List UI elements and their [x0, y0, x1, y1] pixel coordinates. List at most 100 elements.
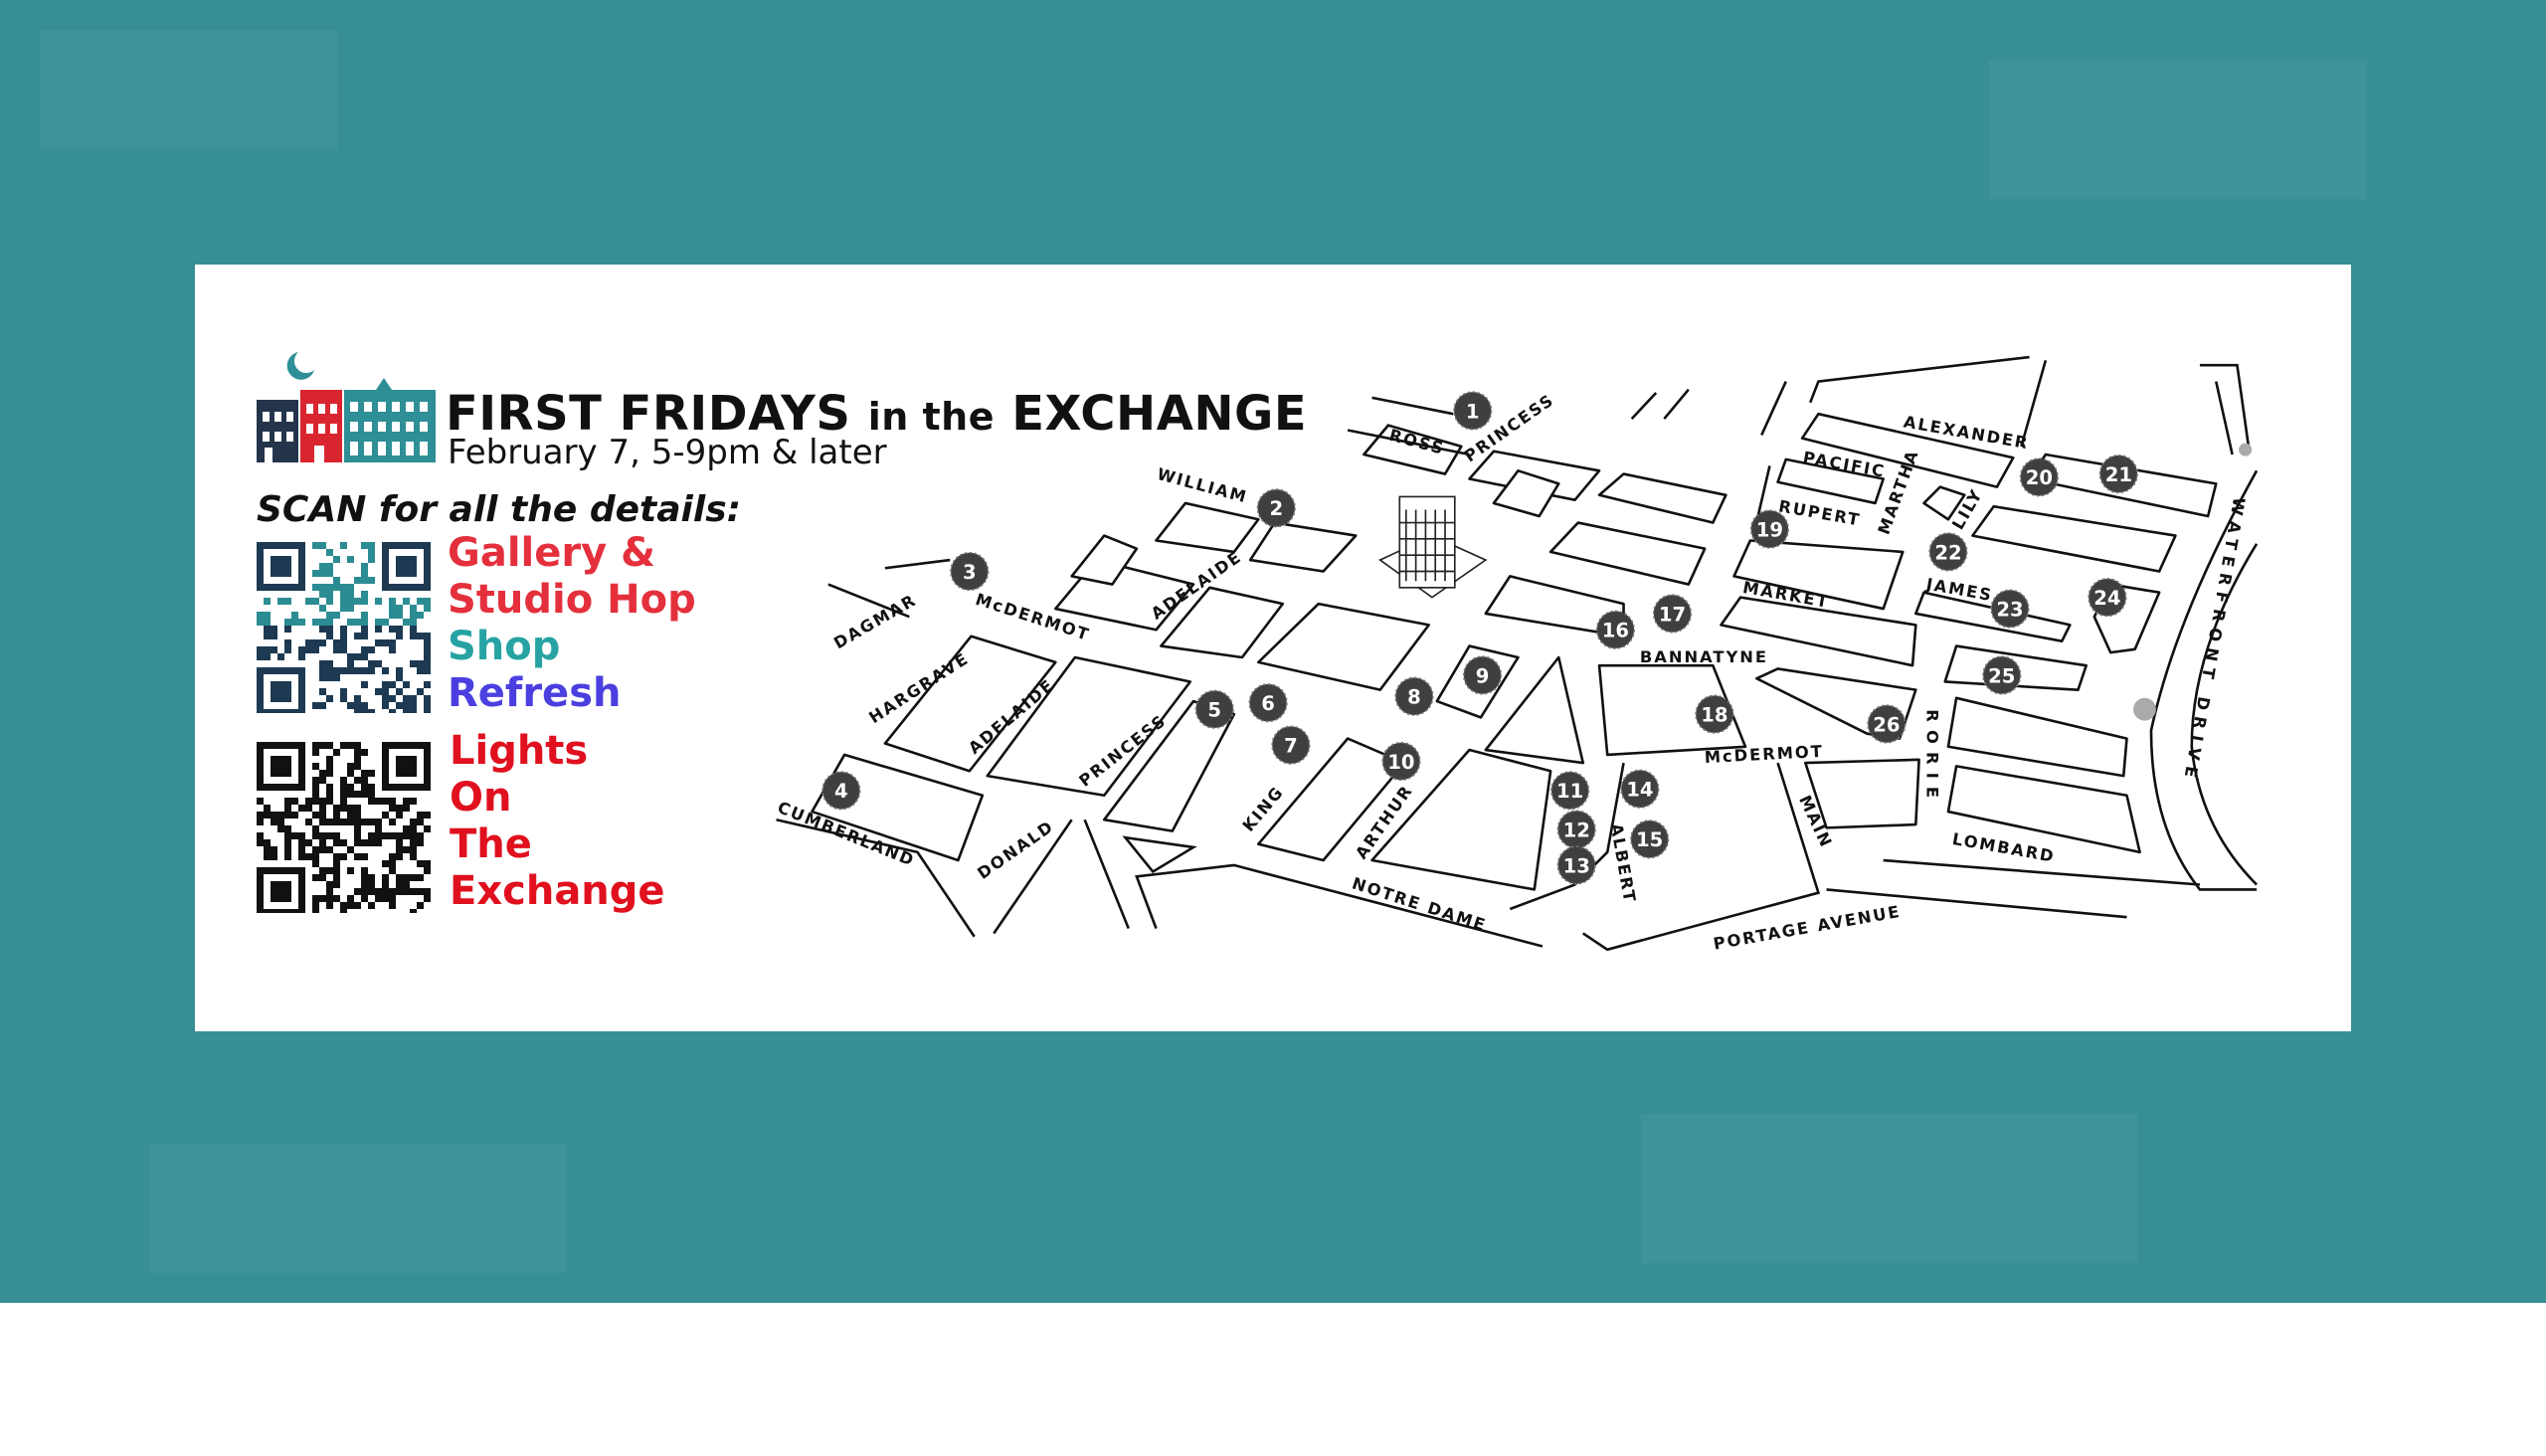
qr-module	[396, 839, 403, 846]
venue-marker-7[interactable]: 7	[1271, 725, 1311, 765]
venue-marker-6[interactable]: 6	[1248, 683, 1288, 723]
venue-marker-23[interactable]: 23	[1990, 589, 2030, 629]
qr-module	[382, 832, 389, 839]
qr-module	[326, 784, 333, 791]
venue-marker-20[interactable]: 20	[2019, 457, 2059, 497]
qr-module	[312, 598, 319, 605]
qr-code-gallery[interactable]	[257, 542, 431, 713]
venue-marker-16[interactable]: 16	[1595, 610, 1635, 649]
qr-module	[354, 702, 361, 709]
venue-marker-4[interactable]: 4	[821, 771, 861, 811]
qr-module	[375, 888, 382, 895]
marker-circle	[2019, 457, 2059, 497]
background-shape	[1989, 60, 2367, 199]
venue-marker-3[interactable]: 3	[950, 551, 990, 592]
venue-marker-5[interactable]: 5	[1194, 689, 1234, 729]
marker-circle	[2088, 578, 2127, 618]
qr-module	[340, 791, 347, 798]
qr-module	[333, 867, 340, 874]
qr-module	[333, 839, 340, 846]
venue-marker-2[interactable]: 2	[1256, 488, 1296, 528]
venue-marker-15[interactable]: 15	[1630, 819, 1670, 859]
venue-marker-9[interactable]: 9	[1462, 655, 1503, 695]
qr1-label-4: Refresh	[448, 670, 622, 716]
qr-module	[368, 798, 375, 805]
venue-marker-18[interactable]: 18	[1695, 694, 1734, 734]
qr-module	[271, 633, 277, 639]
qr-module	[340, 639, 347, 646]
qr-module	[264, 626, 271, 633]
qr-module	[389, 805, 396, 812]
qr-module	[354, 633, 361, 639]
qr-module	[424, 860, 431, 867]
qr-module	[298, 846, 305, 853]
qr-module	[403, 832, 410, 839]
marker-circle	[821, 771, 861, 811]
qr-module	[396, 881, 403, 888]
qr2-label-4: Exchange	[450, 868, 665, 914]
qr-module	[326, 591, 333, 598]
qr-code-lights[interactable]	[257, 742, 431, 913]
qr-module	[305, 646, 312, 653]
venue-marker-25[interactable]: 25	[1982, 655, 2022, 695]
qr-module	[354, 839, 361, 846]
qr-module	[319, 591, 326, 598]
qr-module	[326, 660, 333, 667]
qr-module	[284, 825, 291, 832]
marker-circle	[1652, 594, 1693, 634]
qr-module	[389, 888, 396, 895]
qr-module	[396, 853, 403, 860]
qr-module	[326, 888, 333, 895]
exchange-buildings-logo	[257, 352, 436, 462]
venue-marker-22[interactable]: 22	[1928, 532, 1968, 572]
qr-module	[410, 888, 417, 895]
qr-module	[361, 542, 368, 549]
qr-module	[264, 612, 271, 619]
qr-module	[340, 646, 347, 653]
qr-module	[424, 895, 431, 902]
qr-finder	[271, 756, 291, 777]
qr-module	[340, 839, 347, 846]
qr-module	[361, 626, 368, 633]
qr-module	[305, 639, 312, 646]
qr-module	[312, 825, 319, 832]
venue-marker-24[interactable]: 24	[2088, 578, 2127, 618]
qr-module	[284, 839, 291, 846]
venue-marker-21[interactable]: 21	[2098, 454, 2138, 494]
venue-marker-26[interactable]: 26	[1867, 704, 1907, 744]
qr-module	[284, 639, 291, 646]
qr-module	[340, 591, 347, 598]
qr-module	[389, 612, 396, 619]
venue-marker-13[interactable]: 13	[1556, 845, 1596, 885]
qr-module	[382, 874, 389, 881]
qr-module	[319, 867, 326, 874]
marker-number: 2	[1269, 497, 1283, 520]
venue-marker-11[interactable]: 11	[1550, 771, 1590, 811]
qr-module	[284, 812, 291, 819]
qr-module	[361, 633, 368, 639]
marker-number: 6	[1261, 692, 1275, 715]
marker-circle	[1630, 819, 1670, 859]
qr-module	[347, 805, 354, 812]
qr-module	[333, 556, 340, 563]
qr-module	[424, 702, 431, 709]
qr-module	[305, 798, 312, 805]
qr-finder	[271, 556, 291, 577]
venue-marker-12[interactable]: 12	[1556, 810, 1596, 849]
qr-module	[298, 832, 305, 839]
qr-module	[319, 819, 326, 825]
qr-module	[312, 777, 319, 784]
venue-marker-10[interactable]: 10	[1381, 741, 1421, 782]
venue-marker-14[interactable]: 14	[1620, 769, 1660, 809]
qr-module	[312, 742, 319, 749]
qr-module	[389, 709, 396, 713]
qr-module	[347, 867, 354, 874]
venue-marker-1[interactable]: 1	[1453, 391, 1493, 431]
qr-module	[264, 853, 271, 860]
venue-marker-17[interactable]: 17	[1652, 594, 1693, 634]
qr-module	[403, 805, 410, 812]
qr-module	[319, 570, 326, 577]
qr-module	[326, 895, 333, 902]
venue-marker-8[interactable]: 8	[1394, 676, 1434, 716]
venue-marker-19[interactable]: 19	[1749, 509, 1790, 549]
